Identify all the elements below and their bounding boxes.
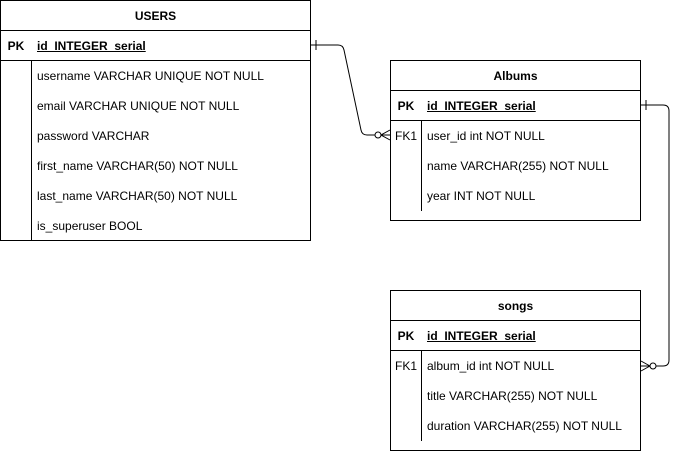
users-attribute-row[interactable]: first_name VARCHAR(50) NOT NULL (1, 151, 310, 181)
zero-optional-marker (649, 362, 657, 370)
albums-key-column-divider (421, 121, 422, 211)
albums-attribute-name: year INT NOT NULL (427, 189, 536, 203)
albums-entity[interactable]: Albums PK id_INTEGER_serial FK1 user_id … (390, 60, 641, 221)
users-attribute-name: password VARCHAR (37, 129, 150, 143)
users-pk-row[interactable]: PK id_INTEGER_serial (1, 31, 310, 61)
users-key-column-divider (31, 61, 32, 240)
albums-entity-title: Albums (391, 61, 640, 91)
relationship-users-albums[interactable] (311, 40, 391, 141)
users-pk-label: PK (7, 39, 25, 53)
users-entity-title: USERS (1, 1, 310, 31)
albums-attribute-row[interactable]: year INT NOT NULL (391, 181, 640, 211)
songs-entity-title: songs (391, 291, 640, 321)
users-attribute-row[interactable]: password VARCHAR (1, 121, 310, 151)
users-entity[interactable]: USERS PK id_INTEGER_serial username VARC… (0, 0, 311, 241)
users-pk-field: id_INTEGER_serial (37, 39, 146, 53)
songs-key-column-divider (421, 351, 422, 441)
users-attribute-name: last_name VARCHAR(50) NOT NULL (37, 189, 238, 203)
users-attribute-name: username VARCHAR UNIQUE NOT NULL (37, 69, 264, 83)
songs-attribute-row[interactable]: duration VARCHAR(255) NOT NULL (391, 411, 640, 441)
users-attribute-row[interactable]: email VARCHAR UNIQUE NOT NULL (1, 91, 310, 121)
users-attribute-row[interactable]: last_name VARCHAR(50) NOT NULL (1, 181, 310, 211)
albums-pk-row[interactable]: PK id_INTEGER_serial (391, 91, 640, 121)
albums-pk-label: PK (397, 99, 415, 113)
albums-attribute-name: name VARCHAR(255) NOT NULL (427, 159, 609, 173)
many-crowfoot-marker (380, 129, 391, 141)
songs-attribute-name: album_id int NOT NULL (427, 359, 555, 373)
many-crowfoot-marker (640, 360, 651, 372)
songs-pk-field: id_INTEGER_serial (427, 329, 536, 343)
songs-entity[interactable]: songs PK id_INTEGER_serial FK1 album_id … (390, 290, 641, 451)
songs-pk-row[interactable]: PK id_INTEGER_serial (391, 321, 640, 351)
albums-attribute-key: FK1 (394, 129, 417, 143)
relationship-albums-songs[interactable] (640, 100, 670, 372)
songs-attribute-row[interactable]: FK1 album_id int NOT NULL (391, 351, 640, 381)
songs-attribute-row[interactable]: title VARCHAR(255) NOT NULL (391, 381, 640, 411)
albums-pk-field: id_INTEGER_serial (427, 99, 536, 113)
users-attribute-name: first_name VARCHAR(50) NOT NULL (37, 159, 238, 173)
albums-attribute-name: user_id int NOT NULL (427, 129, 545, 143)
albums-attribute-row[interactable]: FK1 user_id int NOT NULL (391, 121, 640, 151)
albums-attribute-row[interactable]: name VARCHAR(255) NOT NULL (391, 151, 640, 181)
users-attribute-row[interactable]: username VARCHAR UNIQUE NOT NULL (1, 61, 310, 91)
songs-attribute-key: FK1 (394, 359, 417, 373)
songs-pk-label: PK (397, 329, 415, 343)
users-attribute-name: is_superuser BOOL (37, 219, 143, 233)
zero-optional-marker (374, 131, 382, 139)
users-attribute-name: email VARCHAR UNIQUE NOT NULL (37, 99, 240, 113)
songs-attribute-name: duration VARCHAR(255) NOT NULL (427, 419, 622, 433)
songs-attribute-name: title VARCHAR(255) NOT NULL (427, 389, 598, 403)
users-attribute-row[interactable]: is_superuser BOOL (1, 211, 310, 241)
